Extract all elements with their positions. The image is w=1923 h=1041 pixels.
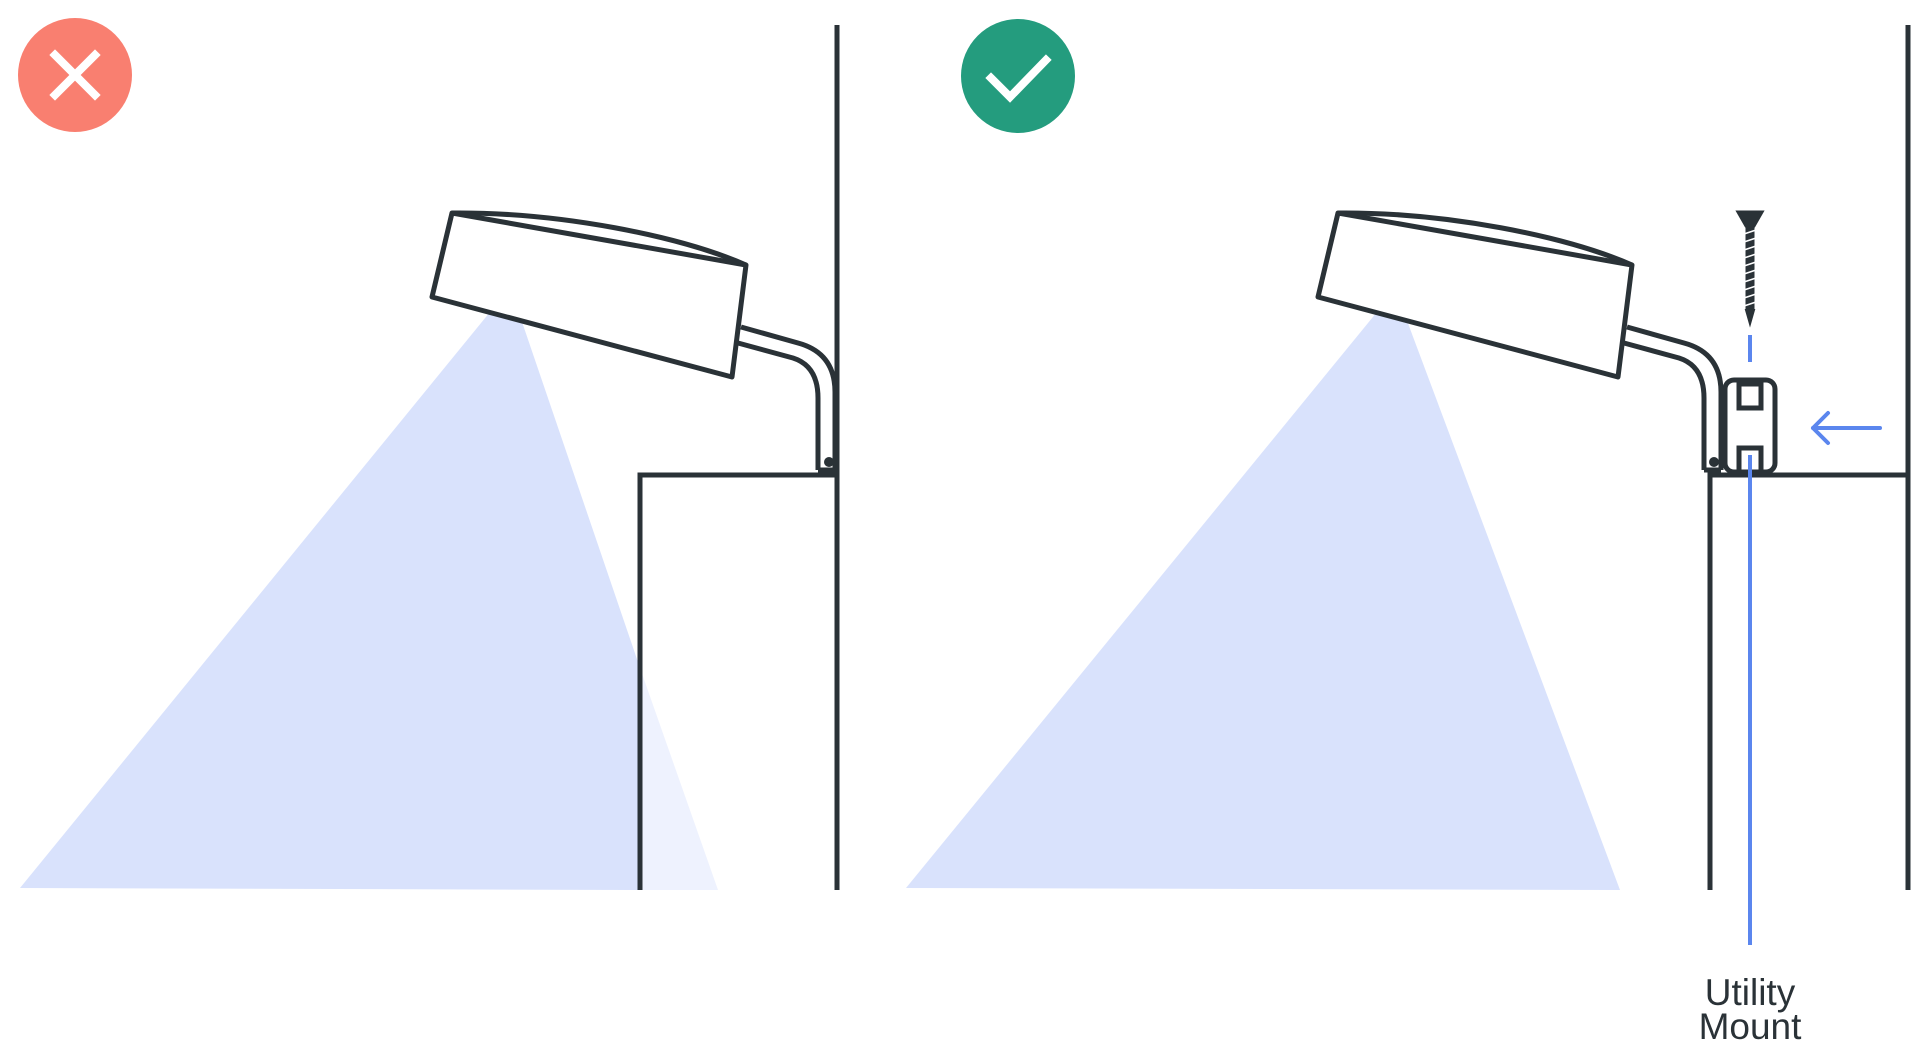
correct-badge bbox=[961, 19, 1075, 133]
insert-arrow-icon bbox=[1811, 411, 1882, 445]
light-beam-visible bbox=[20, 312, 640, 890]
light-beam bbox=[20, 312, 718, 890]
incorrect-badge bbox=[18, 18, 132, 132]
panel-correct: Utility Mount bbox=[906, 19, 1911, 1041]
callout-label-line2: Mount bbox=[1699, 1006, 1803, 1041]
ledge bbox=[637, 472, 837, 890]
camera-lens-top bbox=[451, 210, 748, 268]
camera-arm bbox=[737, 324, 838, 470]
camera-arm bbox=[1623, 324, 1724, 470]
light-beam-blocked bbox=[640, 668, 718, 890]
ledge bbox=[1707, 472, 1908, 890]
camera-lens-top bbox=[1337, 210, 1634, 268]
camera-body bbox=[429, 210, 749, 380]
camera bbox=[429, 210, 838, 473]
callout-label-line1: Utility bbox=[1705, 972, 1796, 1013]
arm-screw bbox=[824, 457, 834, 467]
correct-badge-circle bbox=[961, 19, 1075, 133]
camera bbox=[1315, 210, 1724, 473]
utility-mount-top-slot bbox=[1736, 381, 1764, 411]
camera-body bbox=[1315, 210, 1635, 380]
panel-incorrect bbox=[18, 18, 840, 890]
light-beam bbox=[906, 312, 1620, 890]
screw-icon bbox=[1735, 210, 1765, 328]
check-icon bbox=[985, 54, 1052, 103]
close-icon bbox=[49, 49, 101, 101]
arm-screw bbox=[1709, 457, 1719, 467]
